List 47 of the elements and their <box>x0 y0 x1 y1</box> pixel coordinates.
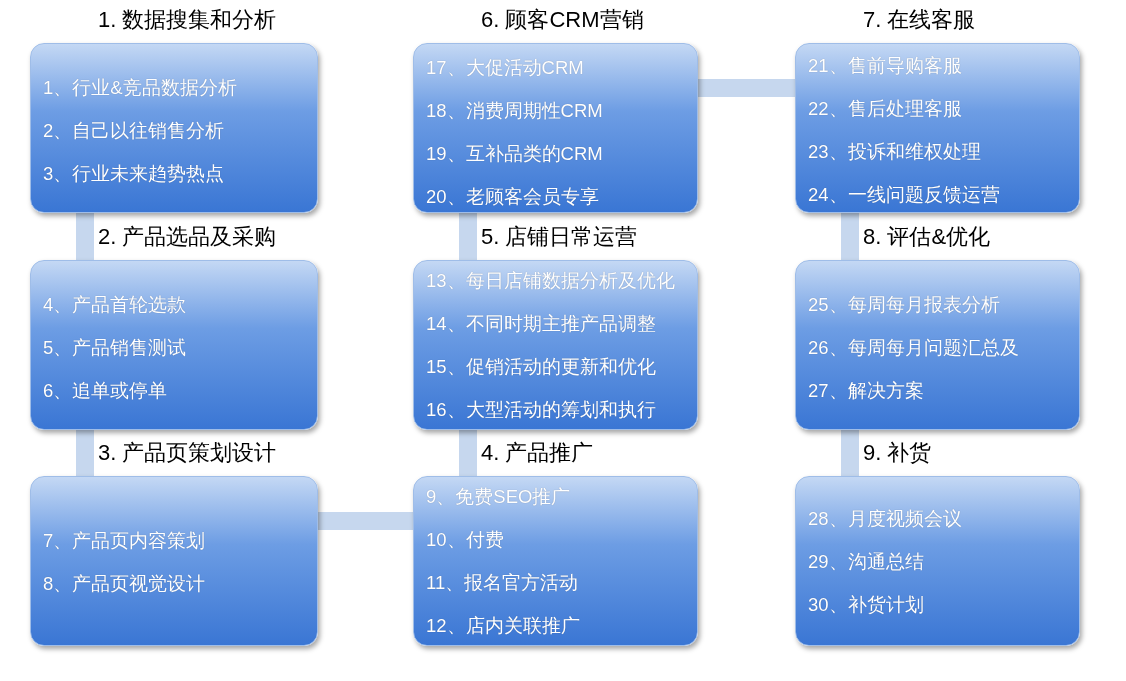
box-heading: 8. 评估&优化 <box>863 223 991 251</box>
list-item: 8、产品页视觉设计 <box>43 572 206 596</box>
list-item: 6、追单或停单 <box>43 379 168 403</box>
box-heading: 5. 店铺日常运营 <box>481 223 638 251</box>
list-item: 23、投诉和维权处理 <box>808 140 981 164</box>
box-heading: 1. 数据搜集和分析 <box>98 6 277 34</box>
list-item: 4、产品首轮选款 <box>43 293 187 317</box>
connector-bar <box>841 213 859 260</box>
list-item: 13、每日店铺数据分析及优化 <box>426 269 675 293</box>
list-item: 17、大促活动CRM <box>426 56 584 80</box>
list-item: 21、售前导购客服 <box>808 54 962 78</box>
list-item: 11、报名官方活动 <box>426 571 579 595</box>
connector-bar <box>459 213 477 260</box>
box-heading: 6. 顾客CRM营销 <box>481 6 644 34</box>
list-item: 10、付费 <box>426 528 504 552</box>
box-heading: 3. 产品页策划设计 <box>98 439 277 467</box>
connector-bar <box>698 79 795 97</box>
list-item: 9、免费SEO推广 <box>426 485 571 509</box>
list-item: 24、一线问题反馈运营 <box>808 183 1000 207</box>
list-item: 7、产品页内容策划 <box>43 529 206 553</box>
list-item: 5、产品销售测试 <box>43 336 187 360</box>
list-item: 30、补货计划 <box>808 593 924 617</box>
box-heading: 4. 产品推广 <box>481 439 594 467</box>
list-item: 28、月度视频会议 <box>808 507 962 531</box>
connector-bar <box>76 213 94 260</box>
list-item: 29、沟通总结 <box>808 550 924 574</box>
list-item: 14、不同时期主推产品调整 <box>426 312 656 336</box>
connector-bar <box>318 512 413 530</box>
list-item: 2、自己以往销售分析 <box>43 119 225 143</box>
list-item: 3、行业未来趋势热点 <box>43 162 225 186</box>
connector-bar <box>76 430 94 476</box>
list-item: 18、消费周期性CRM <box>426 99 603 123</box>
list-item: 27、解决方案 <box>808 379 924 403</box>
list-item: 22、售后处理客服 <box>808 97 962 121</box>
list-item: 16、大型活动的筹划和执行 <box>426 398 656 422</box>
list-item: 12、店内关联推广 <box>426 614 580 638</box>
list-item: 15、促销活动的更新和优化 <box>426 355 656 379</box>
connector-bar <box>841 430 859 476</box>
list-item: 26、每周每月问题汇总及 <box>808 336 1019 360</box>
box-heading: 2. 产品选品及采购 <box>98 223 277 251</box>
list-item: 1、行业&竞品数据分析 <box>43 76 237 100</box>
list-item: 19、互补品类的CRM <box>426 142 603 166</box>
connector-bar <box>459 430 477 476</box>
box-heading: 7. 在线客服 <box>863 6 976 34</box>
list-item: 20、老顾客会员专享 <box>426 185 599 209</box>
list-item: 25、每周每月报表分析 <box>808 293 1000 317</box>
box-heading: 9. 补货 <box>863 439 932 467</box>
